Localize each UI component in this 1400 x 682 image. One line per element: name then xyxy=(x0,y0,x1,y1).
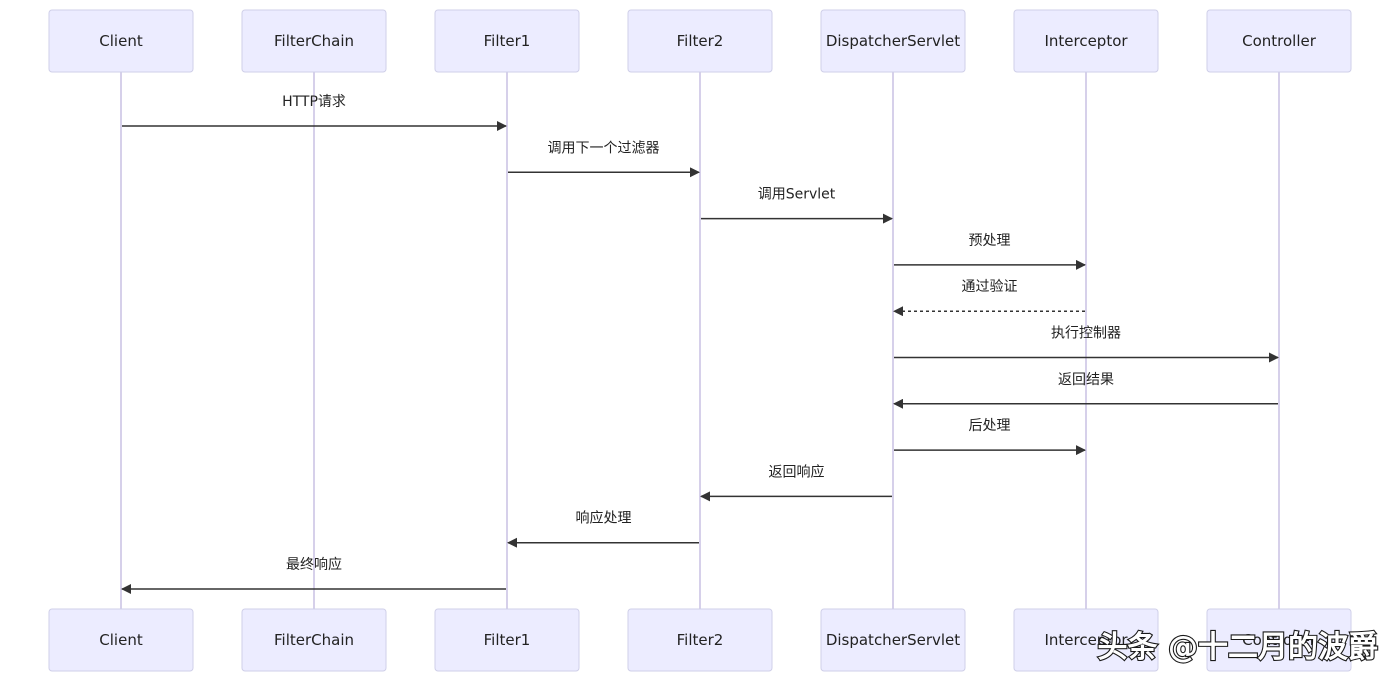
actor-client-top: Client xyxy=(48,9,194,73)
actor-controller-top: Controller xyxy=(1206,9,1352,73)
actor-client-bottom: Client xyxy=(48,608,194,672)
actor-box xyxy=(627,9,773,73)
message-6: 执行控制器 xyxy=(894,326,1279,363)
message-label: 返回响应 xyxy=(769,463,825,480)
actor-label: Controller xyxy=(1242,32,1317,50)
actor-box xyxy=(434,608,580,672)
actor-label: Client xyxy=(99,631,143,649)
actor-label: Interceptor xyxy=(1044,32,1128,50)
message-9: 返回响应 xyxy=(700,463,892,502)
actor-box xyxy=(241,608,387,672)
actor-box xyxy=(1206,9,1352,73)
actor-filter1-bottom: Filter1 xyxy=(434,608,580,672)
actor-label: Interceptor xyxy=(1044,631,1128,649)
watermark-text: 头条 @十二月的波爵 xyxy=(1098,630,1378,665)
message-10: 响应处理 xyxy=(507,510,699,548)
message-label: 返回结果 xyxy=(1058,372,1114,388)
actor-box xyxy=(820,9,966,73)
actor-dispatcher-bottom: DispatcherServlet xyxy=(820,608,966,672)
actor-interceptor-top: Interceptor xyxy=(1013,9,1159,73)
message-4: 预处理 xyxy=(894,233,1086,270)
watermark: 头条 @十二月的波爵 xyxy=(1096,629,1379,666)
actor-label: Filter2 xyxy=(677,631,724,649)
actor-box xyxy=(1013,608,1159,672)
actor-label: DispatcherServlet xyxy=(826,32,960,50)
message-11: 最终响应 xyxy=(121,556,506,594)
actor-dispatcher-top: DispatcherServlet xyxy=(820,9,966,73)
message-2: 调用下一个过滤器 xyxy=(508,140,700,178)
message-7: 返回结果 xyxy=(893,372,1278,409)
actor-label: Filter2 xyxy=(677,32,724,50)
actor-box xyxy=(434,9,580,73)
message-label: 调用Servlet xyxy=(758,187,836,203)
actor-filterchain-top: FilterChain xyxy=(241,9,387,73)
actor-box xyxy=(627,608,773,672)
message-label: 调用下一个过滤器 xyxy=(548,140,660,156)
actor-label: Filter1 xyxy=(484,32,531,50)
lifelines xyxy=(120,72,1280,609)
actor-filterchain-bottom: FilterChain xyxy=(241,608,387,672)
actor-box xyxy=(1206,608,1352,672)
actor-interceptor-bottom: Interceptor xyxy=(1013,608,1159,672)
message-1: HTTP请求 xyxy=(122,94,507,131)
actor-label: Controller xyxy=(1242,631,1317,649)
message-label: 最终响应 xyxy=(286,556,342,573)
actor-label: DispatcherServlet xyxy=(826,631,960,649)
actor-label: Filter1 xyxy=(484,631,531,649)
message-label: HTTP请求 xyxy=(282,94,346,110)
actor-filter2-bottom: Filter2 xyxy=(627,608,773,672)
actor-box xyxy=(48,608,194,672)
message-label: 通过验证 xyxy=(962,279,1018,295)
message-label: 执行控制器 xyxy=(1051,326,1121,342)
message-5: 通过验证 xyxy=(893,279,1085,317)
actor-box xyxy=(241,9,387,73)
actor-controller-bottom: Controller xyxy=(1206,608,1352,672)
actor-label: Client xyxy=(99,32,143,50)
actor-box xyxy=(1013,9,1159,73)
actors-top: Client FilterChain Filter1 Filter2 Dispatche… xyxy=(48,9,1352,73)
actor-box xyxy=(820,608,966,672)
actors-bottom: Client FilterChain Filter1 Filter2 Dispatche… xyxy=(48,608,1352,672)
actor-filter1-top: Filter1 xyxy=(434,9,580,73)
message-label: 响应处理 xyxy=(576,510,632,527)
actor-label: FilterChain xyxy=(274,32,354,50)
message-8: 后处理 xyxy=(894,418,1086,456)
message-3: 调用Servlet xyxy=(701,187,893,224)
message-label: 后处理 xyxy=(969,418,1011,434)
message-label: 预处理 xyxy=(969,233,1011,249)
actor-box xyxy=(48,9,194,73)
actor-filter2-top: Filter2 xyxy=(627,9,773,73)
actor-label: FilterChain xyxy=(274,631,354,649)
